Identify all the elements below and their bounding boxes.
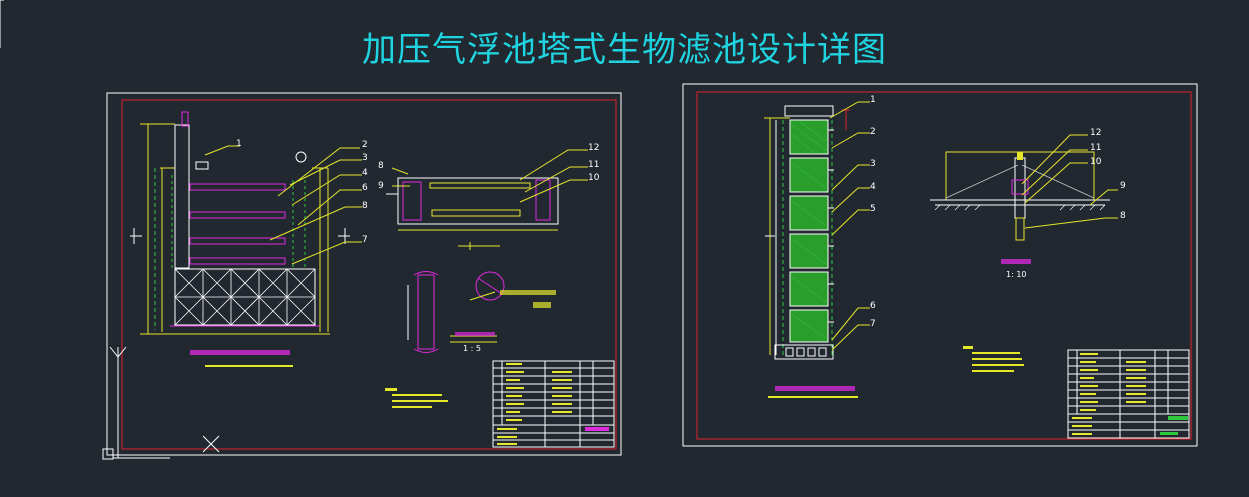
left-sheet-outer-frame: [106, 92, 622, 456]
left-notes: [385, 388, 448, 408]
left-callout-6: 6: [362, 183, 368, 193]
section-1-1: 8 9 12 11 10: [378, 143, 600, 250]
left-callout-2: 2: [362, 140, 368, 150]
detail-callout-9: 9: [1120, 181, 1126, 191]
section-callout-10: 10: [588, 173, 600, 183]
left-callout-3: 3: [362, 153, 368, 163]
drawing-title: 加压气浮池塔式生物滤池设计详图: [362, 30, 887, 70]
right-callout-7: 7: [870, 319, 876, 329]
right-sheet: 1 2 3 4 5 6 7: [682, 83, 1198, 447]
left-callout-8: 8: [362, 201, 368, 211]
detail-callout-11: 11: [1090, 143, 1101, 153]
crosshair-cursor-icon: [202, 435, 220, 453]
left-sheet-inner-frame: [121, 99, 617, 450]
right-title-block: [1067, 349, 1190, 439]
right-callout-1: 1: [870, 95, 876, 105]
section-callout-8: 8: [378, 161, 384, 171]
left-sheet: 1 2 3 4 6 8 7: [102, 92, 622, 460]
right-sheet-outer-frame: [682, 83, 1198, 447]
right-callout-2: 2: [870, 127, 876, 137]
ucs-icon: [102, 346, 170, 460]
right-callout-4: 4: [870, 182, 876, 192]
right-callout-6: 6: [870, 301, 876, 311]
detail-callout-12: 12: [1090, 128, 1101, 138]
pipe-detail-scale: 1 : 5: [463, 344, 481, 353]
left-title-block: [492, 360, 615, 448]
pipe-detail: [407, 271, 556, 353]
detail-scale: 1: 10: [1006, 270, 1027, 279]
right-callout-5: 5: [870, 204, 876, 214]
right-sheet-inner-frame: [696, 91, 1192, 440]
flotation-tank-elevation: 1 2 3 4 6 8 7: [130, 111, 368, 367]
section-callout-11: 11: [588, 160, 599, 170]
distributor-detail: 12 11 10 9 8: [930, 128, 1126, 264]
right-callout-3: 3: [870, 159, 876, 169]
ucs-corner-icon: [0, 0, 4, 48]
left-callout-4: 4: [362, 168, 368, 178]
left-callout-7: 7: [362, 235, 368, 245]
tower-filter-elevation: 1 2 3 4 5 6 7: [764, 95, 876, 398]
detail-callout-8: 8: [1120, 211, 1126, 221]
section-callout-9: 9: [378, 181, 384, 191]
left-callout-1: 1: [236, 139, 242, 149]
detail-callout-10: 10: [1090, 157, 1102, 167]
right-notes: [963, 346, 1024, 372]
section-callout-12: 12: [588, 143, 599, 153]
